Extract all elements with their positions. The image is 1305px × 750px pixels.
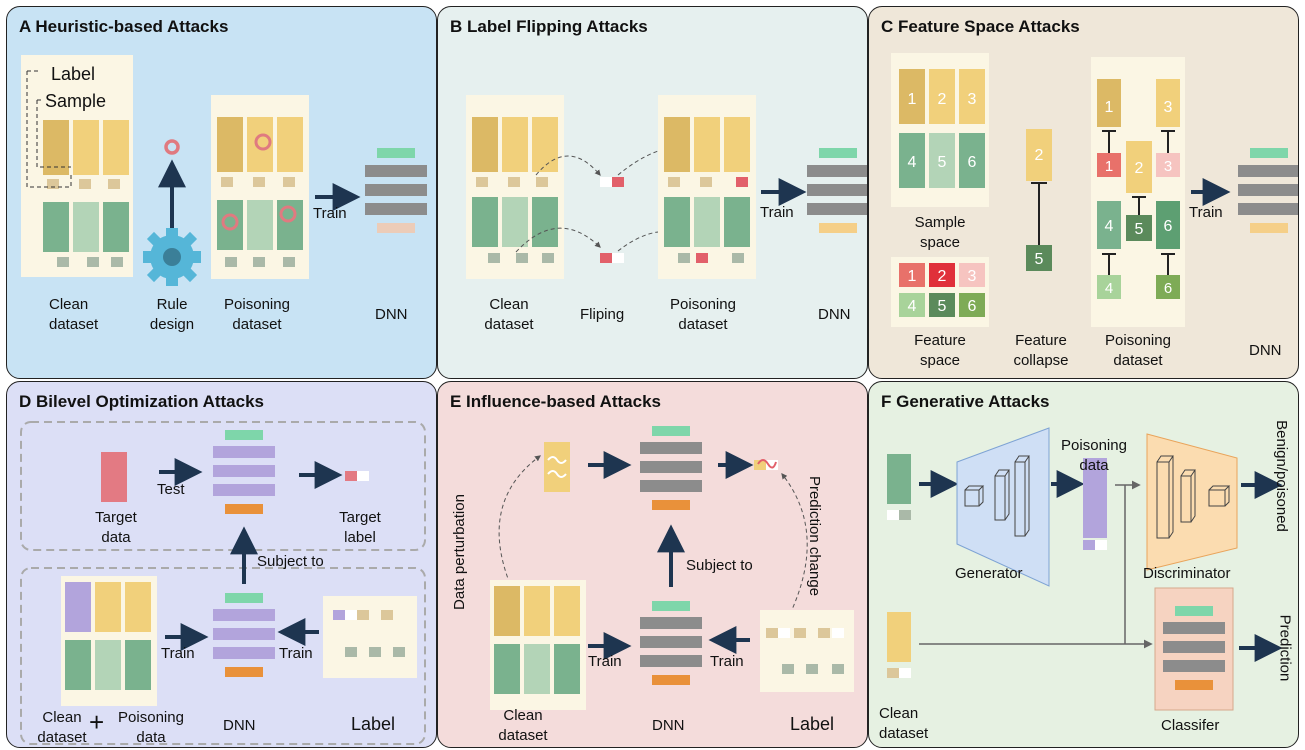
panel-a: A Heuristic-based Attacks	[6, 6, 437, 379]
svg-text:2: 2	[1135, 160, 1144, 177]
panel-d-title: D Bilevel Optimization Attacks	[19, 392, 264, 411]
classifier-label: Classifer	[1161, 717, 1220, 734]
dnn-stack	[365, 148, 427, 233]
prediction-label: Prediction	[1276, 614, 1294, 682]
train-right-label: Train	[710, 653, 744, 670]
panel-a-graphic	[21, 55, 427, 286]
label-label: Label	[351, 714, 396, 734]
train-left-label: Train	[161, 645, 195, 662]
svg-text:1: 1	[1105, 158, 1113, 175]
data-perturbation-label: Data perturbation	[450, 494, 468, 610]
svg-text:5: 5	[1135, 221, 1144, 238]
panel-f: F Generative Attacks Pois	[868, 381, 1299, 748]
sample-num-4: 4	[908, 154, 917, 171]
svg-text:6: 6	[1164, 280, 1172, 297]
panel-c-graphic: 1 2 3 4 5 6 1 2 3 4 5 6 2 5 1 3 1 3 2 5 …	[891, 53, 1298, 327]
svg-text:3: 3	[1164, 99, 1173, 116]
svg-text:6: 6	[1164, 218, 1173, 235]
train-label: Train	[313, 205, 347, 222]
svg-text:6: 6	[968, 298, 977, 315]
panel-e-title: E Influence-based Attacks	[450, 392, 661, 411]
train-label: Train	[760, 204, 794, 221]
dnn-label: DNN	[223, 717, 256, 734]
svg-text:2: 2	[1035, 147, 1044, 164]
sample-num-3: 3	[968, 91, 977, 108]
label-tag: Label	[51, 64, 96, 84]
panel-f-graphic	[887, 427, 1283, 711]
svg-text:4: 4	[908, 298, 917, 315]
sample-num-2: 2	[938, 91, 947, 108]
panel-a-title: A Heuristic-based Attacks	[19, 17, 229, 36]
svg-text:1: 1	[1105, 99, 1114, 116]
dnn-label: DNN	[652, 717, 685, 734]
svg-text:3: 3	[968, 268, 977, 285]
plus-sign: +	[89, 707, 105, 737]
subject-to-label: Subject to	[686, 557, 753, 574]
train-label: Train	[1189, 204, 1223, 221]
panel-c: C Feature Space Attacks 1 2 3 4 5 6 1 2 …	[868, 6, 1299, 379]
fliping-label: Fliping	[580, 306, 625, 323]
svg-text:3: 3	[1164, 158, 1172, 175]
dnn-stack	[807, 148, 867, 233]
svg-text:5: 5	[938, 298, 947, 315]
panel-d-graphic	[20, 421, 426, 745]
sample-num-1: 1	[908, 91, 917, 108]
svg-text:5: 5	[1035, 251, 1044, 268]
panel-b-title: B Label Flipping Attacks	[450, 17, 648, 36]
panel-e: E Influence-based Attacks Data perturbat…	[437, 381, 868, 748]
svg-text:4: 4	[1105, 280, 1113, 297]
gear-icon	[143, 228, 201, 286]
panel-f-title: F Generative Attacks	[881, 392, 1050, 411]
dnn-stack	[1238, 148, 1298, 233]
train-left-label: Train	[588, 653, 622, 670]
discriminator-label: Discriminator	[1143, 565, 1231, 582]
label-label: Label	[790, 714, 835, 734]
sample-tag: Sample	[45, 91, 107, 111]
panel-c-title: C Feature Space Attacks	[881, 17, 1080, 36]
dnn-label: DNN	[375, 306, 408, 323]
dnn-label: DNN	[1249, 342, 1282, 359]
panel-e-graphic	[490, 426, 854, 710]
svg-text:4: 4	[1105, 218, 1114, 235]
dnn-label: DNN	[818, 306, 851, 323]
sample-num-6: 6	[968, 154, 977, 171]
subject-to-label: Subject to	[257, 553, 324, 570]
benign-poisoned-label: Benign/poisoned	[1272, 420, 1290, 532]
sample-num-5: 5	[938, 154, 947, 171]
train-right-label: Train	[279, 645, 313, 662]
svg-text:2: 2	[938, 268, 947, 285]
test-label: Test	[157, 481, 185, 498]
panel-b-graphic	[466, 95, 867, 279]
prediction-change-label: Prediction change	[806, 475, 824, 597]
generator-label: Generator	[955, 565, 1023, 582]
svg-text:1: 1	[908, 268, 917, 285]
